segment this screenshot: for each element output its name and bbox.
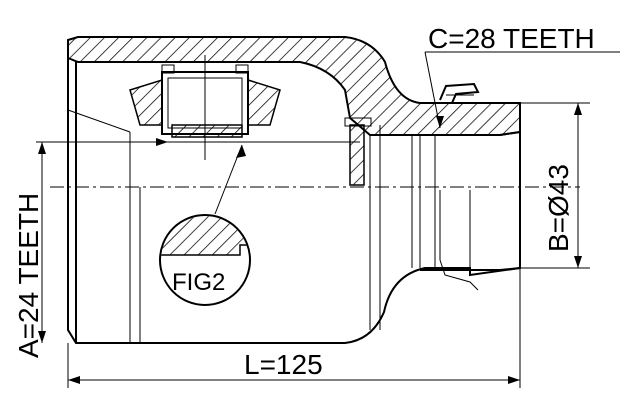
fig2-label: FIG2: [172, 269, 225, 296]
length-label: L=125: [244, 349, 323, 380]
roller-bearing: [129, 55, 281, 160]
housing-outline: [67, 40, 521, 344]
c-teeth-label: C=28 TEETH: [428, 23, 595, 54]
detail-circle: [159, 144, 251, 306]
housing-upper-section: [67, 36, 521, 136]
shaft-section: [420, 82, 521, 291]
seal-ring: [344, 117, 372, 186]
dimension-length: [67, 268, 521, 388]
b-diameter-label: B=Ø43: [543, 164, 574, 252]
dimension-b: [520, 102, 590, 269]
leader-a: [42, 138, 168, 146]
a-teeth-label: A=24 TEETH: [13, 193, 44, 358]
leader-c: [424, 51, 620, 129]
